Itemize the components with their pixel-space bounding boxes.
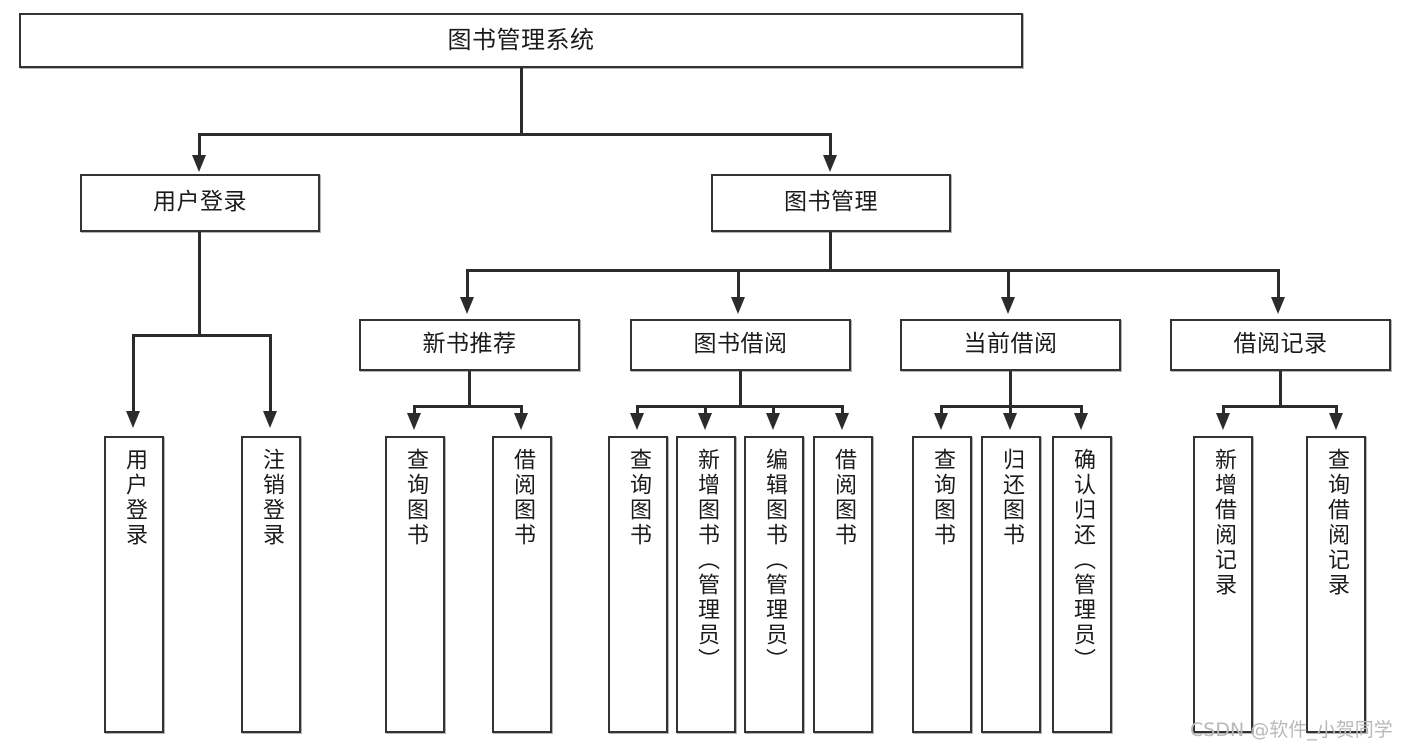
leaf-add-book-admin[interactable]: 新增图书（管理员） [676, 436, 736, 733]
node-label: 用户登录 [122, 448, 147, 548]
arrow-to-leaf-return-book [1003, 413, 1017, 430]
leaf-logout[interactable]: 注销登录 [241, 436, 301, 733]
connector-book-borrow-drop-3 [772, 405, 775, 419]
node-book-borrow[interactable]: 图书借阅 [630, 319, 851, 371]
connector-user-login-drop-2 [269, 334, 272, 416]
connector-user-login-bar [132, 334, 271, 337]
connector-root-to-book-manage [829, 133, 832, 161]
arrow-to-leaf-logout [263, 411, 277, 428]
connector-book-borrow-drop-4 [841, 405, 844, 419]
connector-to-book-borrow [737, 269, 740, 301]
node-label: 新增借阅记录 [1211, 448, 1236, 598]
leaf-user-login[interactable]: 用户登录 [104, 436, 164, 733]
connector-current-borrow-drop-3 [1080, 405, 1083, 419]
arrow-to-book-manage [823, 155, 837, 172]
arrow-to-leaf-borrow-book-1 [514, 413, 528, 430]
arrow-to-leaf-query-record [1329, 413, 1343, 430]
connector-to-new-book [466, 269, 469, 301]
connector-user-login-drop-1 [132, 334, 135, 416]
node-label: 确认归还（管理员） [1070, 448, 1095, 673]
arrow-to-leaf-confirm-return [1074, 413, 1088, 430]
arrow-to-user-login [192, 155, 206, 172]
connector-new-book-drop-1 [413, 405, 416, 419]
node-label: 用户登录 [153, 189, 247, 216]
node-label: 图书管理 [784, 189, 878, 216]
leaf-borrow-book-borrow[interactable]: 借阅图书 [813, 436, 873, 733]
connector-current-borrow-stem [1009, 371, 1012, 408]
leaf-query-book-borrow[interactable]: 查询图书 [608, 436, 668, 733]
connector-current-borrow-drop-2 [1009, 405, 1012, 419]
leaf-borrow-book-newbook[interactable]: 借阅图书 [492, 436, 552, 733]
node-label: 注销登录 [259, 448, 284, 548]
node-label: 借阅图书 [510, 448, 535, 548]
arrow-to-borrow-record [1271, 297, 1285, 314]
node-label: 查询图书 [403, 448, 428, 548]
arrow-to-leaf-query-book-2 [630, 413, 644, 430]
connector-borrow-record-stem [1279, 371, 1282, 408]
connector-book-borrow-drop-1 [636, 405, 639, 419]
connector-book-manage-stem [829, 232, 832, 272]
node-root-system[interactable]: 图书管理系统 [19, 13, 1023, 68]
arrow-to-leaf-add-record [1216, 413, 1230, 430]
connector-borrow-record-drop-1 [1222, 405, 1225, 419]
arrow-to-leaf-add-book [698, 413, 712, 430]
arrow-to-leaf-user-login [126, 411, 140, 428]
node-label: 编辑图书（管理员） [762, 448, 787, 673]
arrow-to-new-book [460, 297, 474, 314]
node-label: 查询图书 [626, 448, 651, 548]
node-label: 归还图书 [999, 448, 1024, 548]
connector-root-to-user-login [198, 133, 201, 161]
node-current-borrow[interactable]: 当前借阅 [900, 319, 1121, 371]
arrow-to-leaf-borrow-book-2 [835, 413, 849, 430]
connector-book-manage-bar [466, 269, 1280, 272]
node-label: 查询借阅记录 [1324, 448, 1349, 598]
node-label: 查询图书 [930, 448, 955, 548]
arrow-to-leaf-query-book-3 [934, 413, 948, 430]
connector-borrow-record-drop-2 [1335, 405, 1338, 419]
leaf-query-book-newbook[interactable]: 查询图书 [385, 436, 445, 733]
connector-book-borrow-bar [636, 405, 844, 408]
node-label: 新书推荐 [422, 331, 517, 358]
connector-book-borrow-stem [739, 371, 742, 408]
connector-book-borrow-drop-2 [704, 405, 707, 419]
leaf-confirm-return-admin[interactable]: 确认归还（管理员） [1052, 436, 1112, 733]
connector-user-login-stem [198, 232, 201, 336]
node-borrow-record[interactable]: 借阅记录 [1170, 319, 1391, 371]
node-label: 图书管理系统 [447, 26, 595, 55]
leaf-edit-book-admin[interactable]: 编辑图书（管理员） [744, 436, 804, 733]
connector-root-bar [198, 133, 832, 136]
node-book-management[interactable]: 图书管理 [711, 174, 951, 232]
arrow-to-leaf-edit-book [766, 413, 780, 430]
connector-to-borrow-record [1277, 269, 1280, 301]
leaf-query-book-current[interactable]: 查询图书 [912, 436, 972, 733]
connector-new-book-drop-2 [520, 405, 523, 419]
connector-to-current-borrow [1007, 269, 1010, 301]
node-label: 新增图书（管理员） [694, 448, 719, 673]
node-user-login[interactable]: 用户登录 [80, 174, 320, 232]
leaf-return-book[interactable]: 归还图书 [981, 436, 1041, 733]
node-label: 当前借阅 [963, 331, 1058, 358]
node-label: 借阅记录 [1233, 331, 1328, 358]
arrow-to-leaf-query-book-1 [407, 413, 421, 430]
connector-current-borrow-drop-1 [940, 405, 943, 419]
node-label: 借阅图书 [831, 448, 856, 548]
leaf-add-borrow-record[interactable]: 新增借阅记录 [1193, 436, 1253, 733]
connector-new-book-bar [413, 405, 523, 408]
node-label: 图书借阅 [693, 331, 788, 358]
arrow-to-current-borrow [1001, 297, 1015, 314]
leaf-query-borrow-record[interactable]: 查询借阅记录 [1306, 436, 1366, 733]
arrow-to-book-borrow [731, 297, 745, 314]
connector-borrow-record-bar [1222, 405, 1338, 408]
connector-new-book-stem [468, 371, 471, 408]
connector-root-stem [520, 68, 523, 135]
node-new-book-recommend[interactable]: 新书推荐 [359, 319, 580, 371]
